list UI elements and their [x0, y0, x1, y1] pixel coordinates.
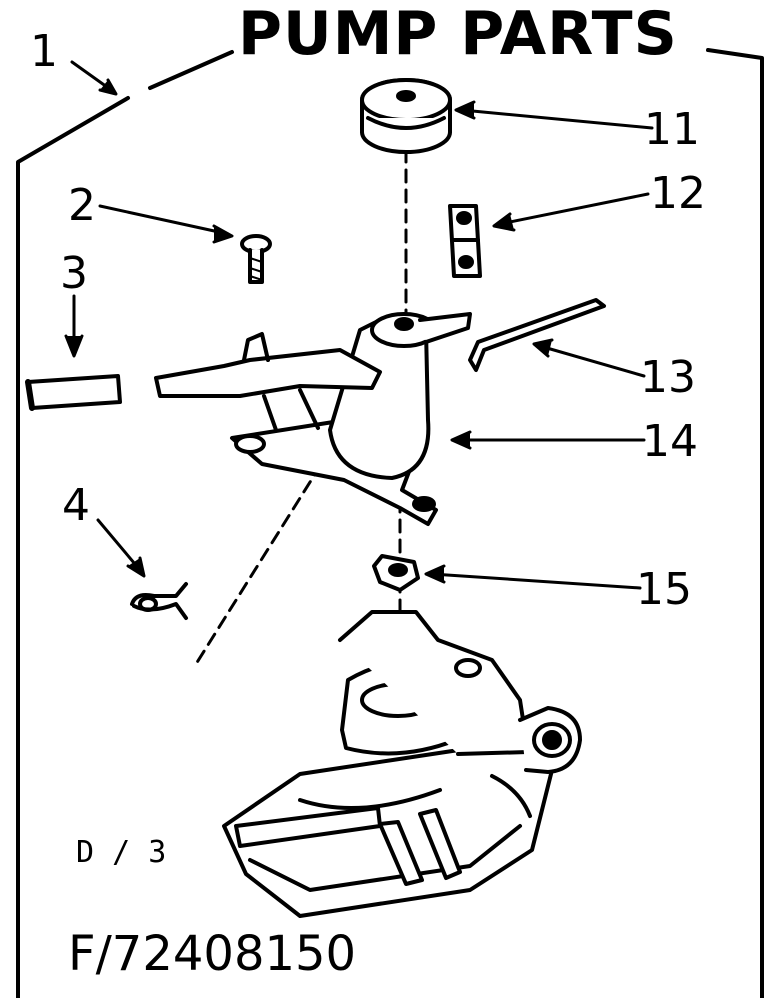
sheet-reference: D / 3: [76, 835, 167, 870]
callout-13: 13: [640, 352, 696, 403]
callout-4: 4: [62, 480, 90, 531]
rod-part-13: [468, 298, 606, 372]
screw-part-2: [240, 234, 272, 284]
bushing-part-15: [372, 554, 420, 592]
housing-part-14: [154, 312, 472, 526]
callout-12: 12: [650, 168, 706, 219]
assembly-bracket: [16, 48, 764, 998]
bar-part-3: [25, 374, 122, 411]
figure-code: F/72408150: [68, 926, 357, 982]
pump-body: [222, 610, 582, 918]
diagram-title: PUMP PARTS: [238, 0, 678, 69]
clip-part-12: [448, 204, 482, 278]
pulley-part-11: [360, 78, 452, 154]
clip-part-4: [130, 582, 188, 620]
leader-arrows: [64, 60, 654, 590]
callout-15: 15: [636, 564, 692, 615]
callout-3: 3: [60, 248, 88, 299]
callout-2: 2: [68, 180, 96, 231]
callout-14: 14: [642, 416, 698, 467]
callout-11: 11: [644, 104, 700, 155]
callout-1: 1: [30, 26, 58, 77]
